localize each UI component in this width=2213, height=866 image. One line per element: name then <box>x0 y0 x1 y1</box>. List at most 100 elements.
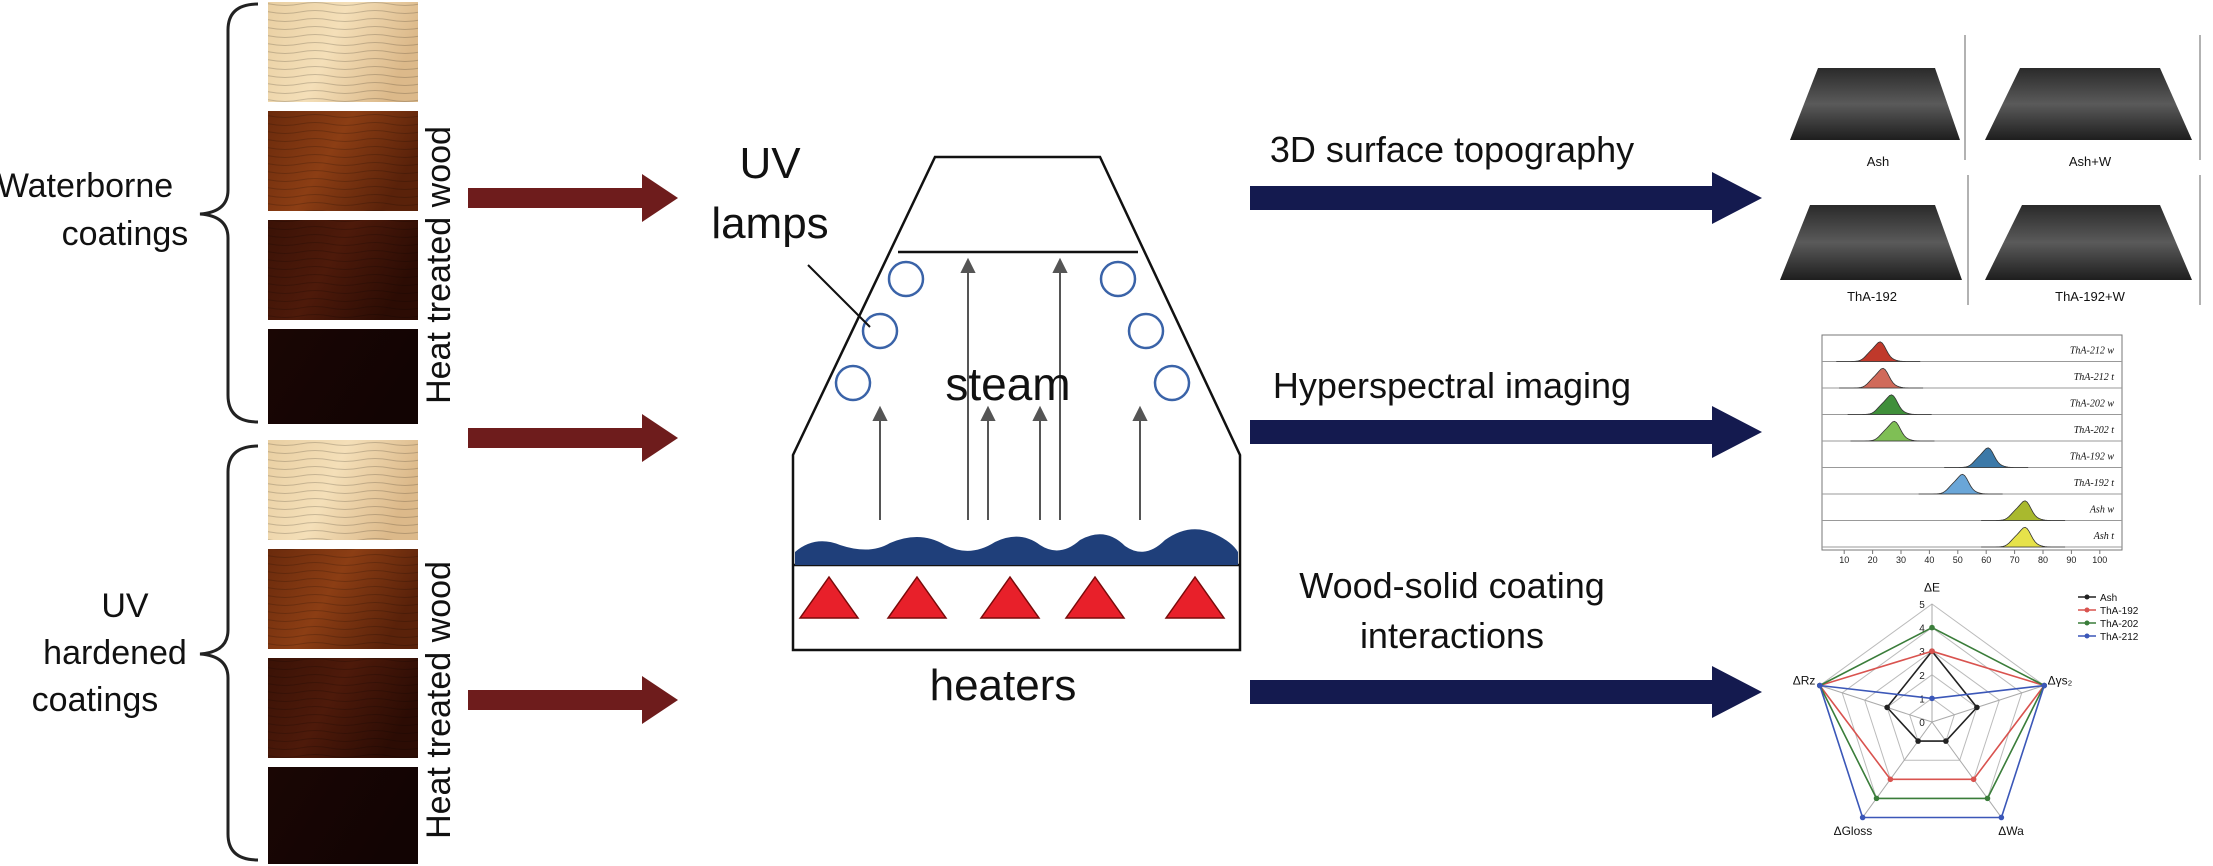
radar-series <box>1818 650 2046 781</box>
topography-panels: Ash Ash+W ThA-192 ThA-192+W <box>1780 35 2201 305</box>
input-arrow <box>468 676 678 724</box>
radar-scale-label: 3 <box>1919 647 1925 658</box>
radar-point <box>1929 624 1935 631</box>
wood-grain-overlay <box>268 440 418 540</box>
wood-grain-overlay <box>268 111 418 211</box>
wood-swatch-212 <box>268 767 418 864</box>
radar-scale-label: 0 <box>1919 718 1925 729</box>
topography-panel: Ash <box>1790 35 1966 169</box>
uv-lamp <box>834 364 872 402</box>
radar-axis <box>1931 721 2002 818</box>
wood-grain-overlay <box>268 549 418 649</box>
heaters-label: heaters <box>930 661 1077 710</box>
uv-bracket <box>199 444 259 862</box>
uv-lamps-label-line2: lamps <box>711 199 828 248</box>
analysis-label: Wood-solid coating <box>1299 565 1605 606</box>
radar-axis <box>1819 685 1933 723</box>
radar-scale-label: 2 <box>1919 671 1925 682</box>
heater-triangle <box>798 575 860 619</box>
analysis-label-line2: interactions <box>1360 615 1544 656</box>
topography-panel-label: Ash <box>1867 154 1889 169</box>
ridge-tick-label: 100 <box>2092 555 2107 565</box>
waterborne-label-line1: Waterborne <box>0 167 173 205</box>
input-arrow <box>468 414 678 462</box>
uv-lamp-pointer <box>807 264 871 328</box>
heater-triangle <box>1164 575 1226 619</box>
topography-panel: ThA-192+W <box>1985 175 2201 305</box>
ridge-density <box>1836 341 1921 362</box>
uv-lamp <box>1099 260 1137 298</box>
output-arrow <box>1250 666 1762 718</box>
radar-axis-label: Δγs₂ <box>2048 673 2073 687</box>
output-arrow <box>1250 406 1762 458</box>
waterborne-label-line2: coatings <box>62 215 189 253</box>
steam-arrows <box>872 257 1148 520</box>
radar-scale-label: 1 <box>1919 694 1925 705</box>
wood-grain-overlay <box>268 658 418 758</box>
wood-swatch-212 <box>268 329 418 424</box>
steam-label: steam <box>945 358 1070 410</box>
radar-point <box>1929 648 1935 654</box>
chamber-outline <box>791 155 1242 652</box>
radar-series <box>1818 626 2046 800</box>
ridge-tick-label: 60 <box>1981 555 1991 565</box>
radar-point <box>2041 682 2048 689</box>
ridge-tick-label: 50 <box>1953 555 1963 565</box>
wood-grain-overlay <box>268 220 418 320</box>
ridge-tick-label: 30 <box>1896 555 1906 565</box>
ridge-tick-label: 10 <box>1839 555 1849 565</box>
radar-chart: ΔEΔγs₂ΔWaΔGlossΔRz012345AshThA-192ThA-20… <box>1793 580 2139 837</box>
ridge-row-label: Ash w <box>2089 505 2115 516</box>
input-arrows <box>468 174 678 724</box>
radar-series <box>1886 649 1978 742</box>
left-samples-group: Waterborne coatings UV hardened coatings… <box>0 2 458 864</box>
radar-axis <box>1931 685 2045 723</box>
radar-point <box>1998 814 2005 821</box>
radar-scale-label: 4 <box>1919 624 1925 635</box>
uv-lamp <box>1153 364 1191 402</box>
heat-treated-wood-label: Heat treated wood <box>420 126 458 404</box>
ridge-density <box>1981 500 2066 521</box>
uv-lamp <box>861 312 899 350</box>
analysis-label: Hyperspectral imaging <box>1273 365 1631 406</box>
radar-axis-label: ΔGloss <box>1834 824 1873 838</box>
ridge-row-label: ThA-212 w <box>2070 346 2115 357</box>
radar-point <box>1974 704 1980 711</box>
uv-label-line3: coatings <box>32 681 159 719</box>
radar-scale-label: 5 <box>1919 600 1925 611</box>
legend-marker <box>2084 620 2090 626</box>
heater-triangle <box>886 575 948 619</box>
uv-label-line2: hardened <box>43 634 187 672</box>
radar-series <box>1818 684 2046 819</box>
analysis-label: 3D surface topography <box>1270 129 1634 170</box>
radar-point <box>1859 814 1866 821</box>
radar-point <box>1816 682 1823 689</box>
uv-lamp <box>1127 312 1165 350</box>
legend-label: ThA-202 <box>2100 619 2139 630</box>
ridge-density <box>1850 420 1935 442</box>
topography-panel-label: Ash+W <box>2069 154 2112 169</box>
ridge-row-label: ThA-202 t <box>2074 425 2115 436</box>
legend-marker <box>2084 633 2090 639</box>
topography-panel-label: ThA-192 <box>1847 289 1897 304</box>
radar-axis-label: ΔE <box>1924 580 1940 594</box>
ridge-tick-label: 90 <box>2066 555 2076 565</box>
ridge-row-label: ThA-192 t <box>2074 478 2115 489</box>
ridge-frame <box>1821 334 2123 551</box>
legend-label: ThA-192 <box>2100 606 2139 617</box>
radar-point <box>1984 795 1991 802</box>
topography-panel: Ash+W <box>1985 35 2201 169</box>
ridge-tick-label: 70 <box>2010 555 2020 565</box>
legend-marker <box>2084 607 2090 613</box>
radar-point <box>1929 695 1935 702</box>
ridge-density <box>1981 526 2066 548</box>
uv-lamp <box>887 260 925 298</box>
radar-point <box>1884 704 1890 711</box>
output-arrows: 3D surface topography Hyperspectral imag… <box>1250 129 1762 718</box>
heater-triangle <box>979 575 1041 619</box>
ridge-row-label: ThA-212 t <box>2074 372 2115 383</box>
radar-axis-label: ΔRz <box>1793 673 1816 687</box>
